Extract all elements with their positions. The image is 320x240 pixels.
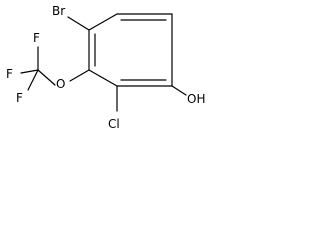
ring-bond-c3-c4	[88, 69, 118, 87]
chlorine-atom-label: Cl	[108, 117, 120, 131]
ring-bond-c1-c2	[88, 13, 118, 31]
bond-c5-oh	[171, 85, 187, 96]
fluorine-atom-label-1: F	[33, 31, 40, 45]
oxygen-atom-label: O	[56, 77, 65, 91]
fluorine-atom-label-2: F	[6, 67, 13, 81]
fluorine-atom-label-3: F	[16, 91, 23, 105]
hydroxyl-group-label: OH	[187, 92, 205, 106]
bromine-atom-label: Br	[52, 4, 65, 18]
bond-o-cf3	[37, 69, 56, 86]
bond-cf3-f2	[20, 69, 39, 74]
molecule-structure: Br F F F O Cl OH	[6, 4, 205, 131]
bond-c2-br	[67, 16, 90, 31]
bond-cf3-f3	[27, 69, 39, 91]
bond-c3-o	[69, 69, 90, 82]
